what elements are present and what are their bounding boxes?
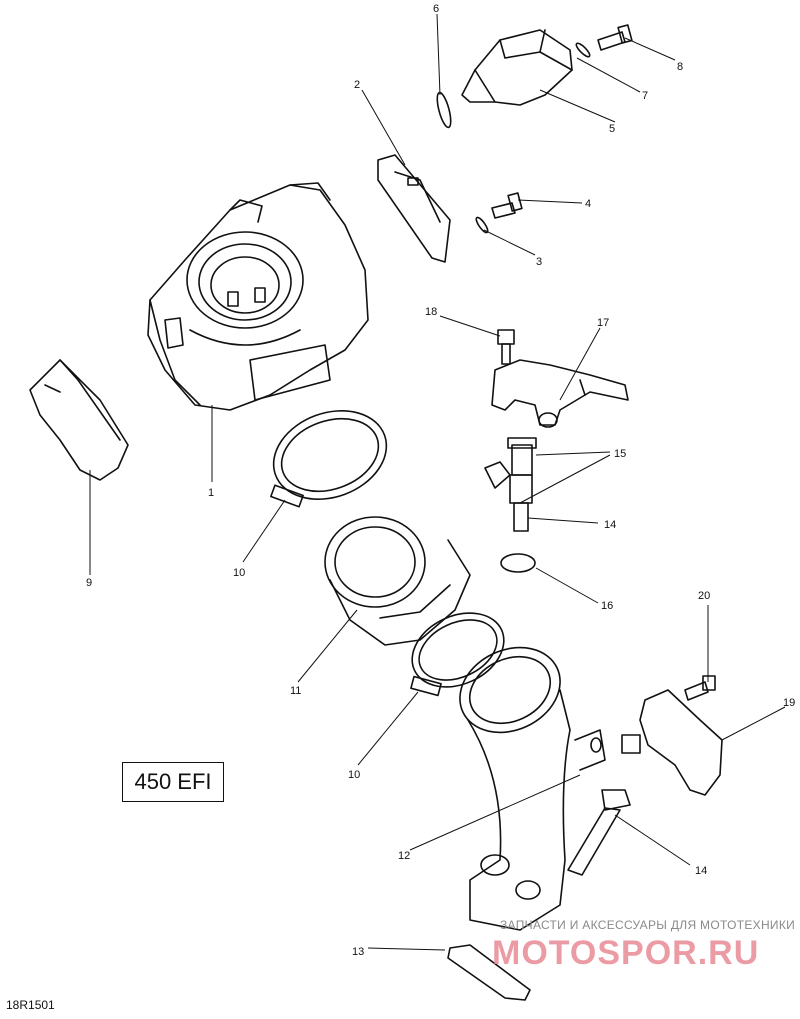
callout-11: 11 <box>290 685 301 697</box>
callout-1: 1 <box>208 487 214 499</box>
callout-18: 17 <box>597 317 609 329</box>
callout-10-upper: 10 <box>233 567 245 579</box>
callout-21: 20 <box>698 590 710 602</box>
model-label: 450 EFI <box>134 769 212 794</box>
watermark-logo: MOTOSPOR.RU <box>492 934 760 972</box>
callout-15: 14 <box>604 519 616 531</box>
reference-code: 18R1501 <box>6 998 55 1012</box>
callout-2: 2 <box>354 79 360 91</box>
clamp-10-lower-part <box>410 612 505 697</box>
callout-3: 3 <box>536 256 542 268</box>
intake-elbow-12-part <box>459 646 606 931</box>
model-label-box: 450 EFI <box>122 762 224 802</box>
screw-8-part <box>597 24 633 51</box>
clamp-10-upper-part <box>270 410 388 508</box>
gasket-plate-part <box>377 154 451 263</box>
bolt-14-part <box>567 789 631 876</box>
sensor-20-part <box>621 689 723 796</box>
fuel-rail-18-part <box>491 359 629 428</box>
callout-7: 7 <box>642 90 648 102</box>
callout-10-lower: 10 <box>348 769 360 781</box>
callout-20: 19 <box>783 697 795 709</box>
screw-4-part <box>491 192 523 219</box>
idle-air-valve-part <box>461 29 573 106</box>
callout-17: 16 <box>601 600 613 612</box>
callout-19: 18 <box>425 306 437 318</box>
callout-5: 5 <box>609 123 615 135</box>
callout-8: 8 <box>677 61 683 73</box>
callout-6: 6 <box>433 3 439 15</box>
o-ring-17-part <box>500 553 536 573</box>
screw-21-part <box>684 675 716 701</box>
screw-19-part <box>497 329 515 365</box>
gasket-13-part <box>447 944 531 1001</box>
fuel-injector-part <box>484 437 537 532</box>
cover-9-part <box>29 359 129 481</box>
o-ring-7-part <box>575 42 591 58</box>
intake-boot-11-part <box>324 516 471 646</box>
callout-9: 9 <box>86 577 92 589</box>
throttle-body-part <box>147 182 369 411</box>
o-ring-6-part <box>436 91 452 129</box>
callout-16: 15 <box>614 448 626 460</box>
callout-13: 13 <box>352 946 364 958</box>
callout-4: 4 <box>585 198 591 210</box>
o-ring-3-part <box>475 216 489 234</box>
callout-14: 14 <box>695 865 707 877</box>
callout-12: 12 <box>398 850 410 862</box>
watermark-tagline: ЗАПЧАСТИ И АКСЕССУАРЫ ДЛЯ МОТОТЕХНИКИ <box>500 918 796 932</box>
